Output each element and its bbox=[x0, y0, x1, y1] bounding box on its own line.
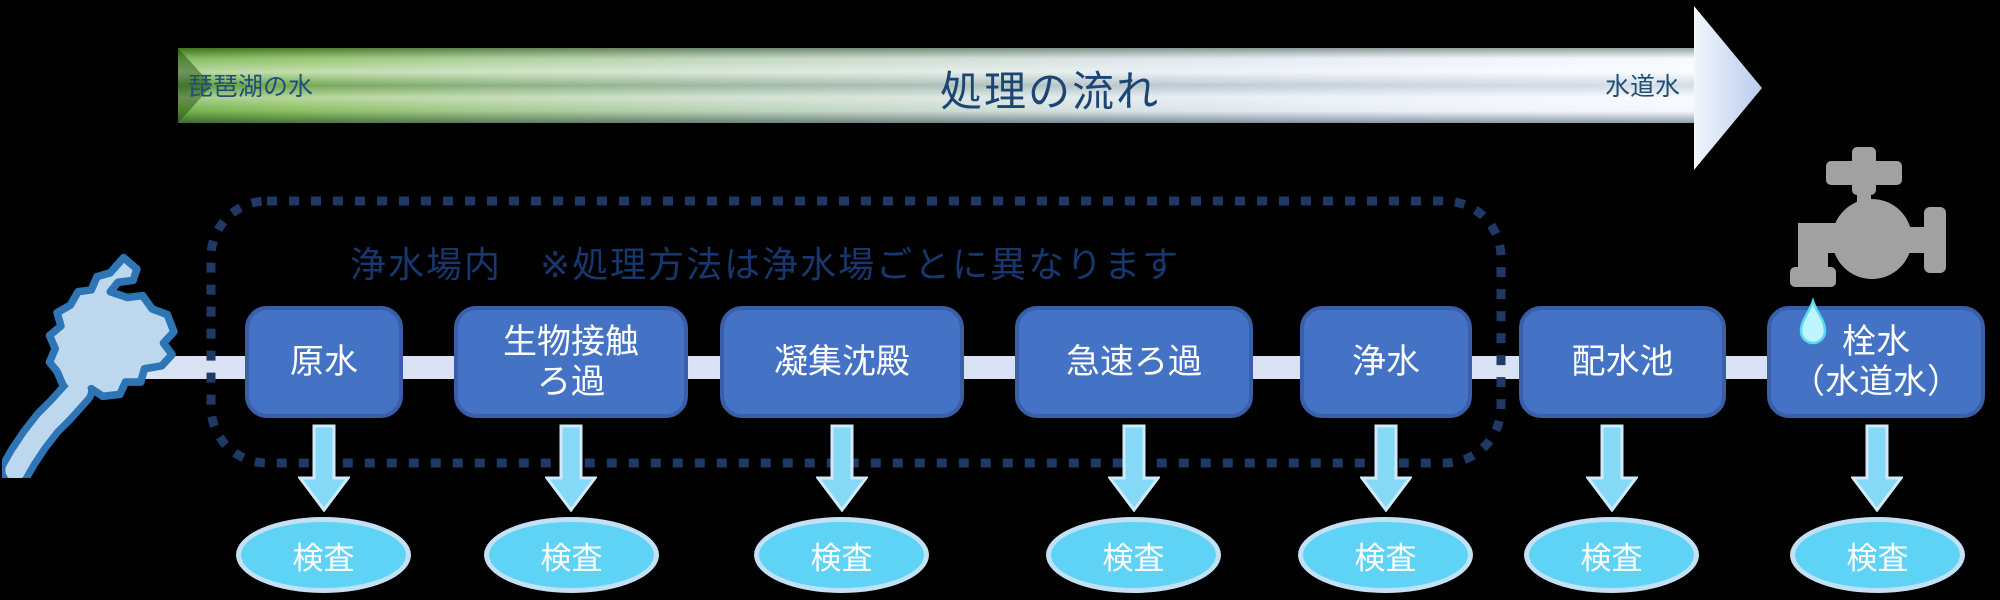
down-arrow-icon bbox=[298, 424, 350, 512]
water-drop-icon bbox=[1799, 298, 1827, 345]
stage-label: 生物接触 ろ過 bbox=[503, 323, 639, 401]
inspection-ellipse: 検査 bbox=[1046, 517, 1221, 593]
flow-arrow-body bbox=[178, 48, 1694, 123]
stage-box-raw-water: 原水 bbox=[245, 306, 403, 418]
inspection-ellipse: 検査 bbox=[1524, 517, 1699, 593]
down-arrow-icon bbox=[1851, 424, 1903, 512]
down-arrow-icon bbox=[1360, 424, 1412, 512]
down-arrow-icon bbox=[545, 424, 597, 512]
stage-label: 浄水 bbox=[1352, 343, 1420, 381]
inspection-label: 検査 bbox=[540, 540, 603, 576]
inspection-label: 検査 bbox=[292, 540, 355, 576]
inspection-ellipse: 検査 bbox=[236, 517, 411, 593]
down-arrow-icon bbox=[816, 424, 868, 512]
stage-box-coagulation-sedimentation: 凝集沈殿 bbox=[720, 306, 964, 418]
plant-label: 浄水場内 ※処理方法は浄水場ごとに異なります bbox=[350, 244, 1181, 285]
stage-box-biological-contact-filtration: 生物接触 ろ過 bbox=[454, 306, 688, 418]
stage-box-tap-water: 栓水 （水道水） bbox=[1767, 306, 1985, 418]
stage-box-distribution-reservoir: 配水池 bbox=[1519, 306, 1726, 418]
lake-biwa-icon bbox=[2, 253, 178, 478]
flow-source-label: 琵琶湖の水 bbox=[188, 73, 314, 101]
down-arrow-icon bbox=[1586, 424, 1638, 512]
inspection-label: 検査 bbox=[1102, 540, 1165, 576]
plant-dotted-border bbox=[206, 196, 1506, 468]
inspection-label: 検査 bbox=[1580, 540, 1643, 576]
stage-box-purified-water: 浄水 bbox=[1300, 306, 1472, 418]
stage-label: 急速ろ過 bbox=[1066, 343, 1202, 381]
inspection-ellipse: 検査 bbox=[1298, 517, 1473, 593]
flow-arrow-head-icon bbox=[1694, 6, 1762, 170]
flow-title: 処理の流れ bbox=[940, 68, 1161, 115]
stage-box-rapid-filtration: 急速ろ過 bbox=[1015, 306, 1253, 418]
faucet-icon bbox=[1790, 147, 1946, 287]
inspection-ellipse: 検査 bbox=[1790, 517, 1965, 593]
stage-label: 原水 bbox=[290, 343, 358, 381]
inspection-ellipse: 検査 bbox=[484, 517, 659, 593]
inspection-label: 検査 bbox=[1846, 540, 1909, 576]
inspection-ellipse: 検査 bbox=[754, 517, 929, 593]
stage-label: 栓水 （水道水） bbox=[1791, 323, 1961, 401]
down-arrow-icon bbox=[1108, 424, 1160, 512]
inspection-label: 検査 bbox=[1354, 540, 1417, 576]
stage-label: 配水池 bbox=[1571, 343, 1674, 381]
inspection-label: 検査 bbox=[810, 540, 873, 576]
flow-destination-label: 水道水 bbox=[1605, 73, 1681, 101]
stage-label: 凝集沈殿 bbox=[774, 343, 910, 381]
